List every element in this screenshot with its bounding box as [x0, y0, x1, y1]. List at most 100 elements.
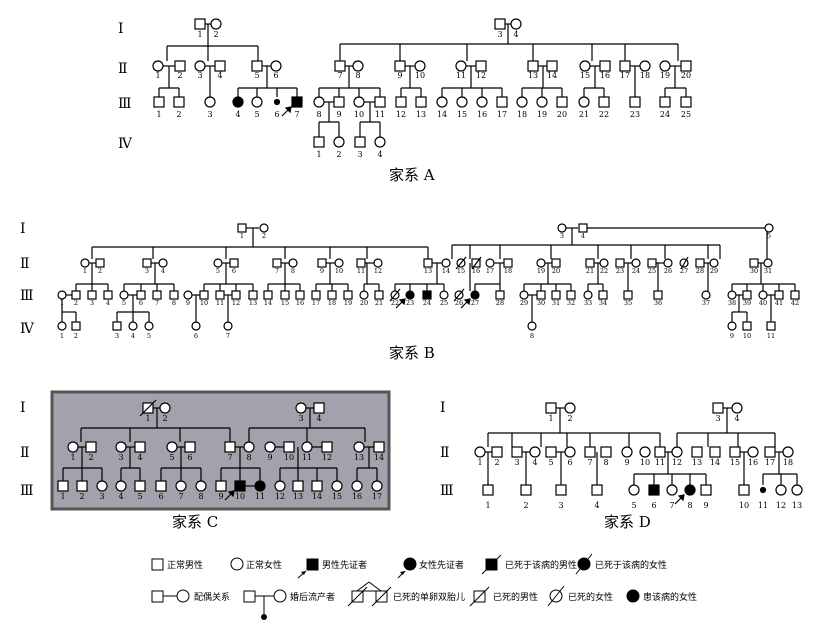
- legend-male-proband: 男性先证者: [297, 558, 367, 579]
- individual-number: 5: [767, 232, 771, 240]
- male-symbol: [729, 446, 741, 458]
- female-symbol: [119, 290, 129, 300]
- female-symbol: [516, 96, 528, 108]
- female-symbol: [353, 96, 365, 108]
- female-symbol: [288, 258, 298, 268]
- female-symbol: [510, 18, 522, 30]
- individual-number: 13: [692, 458, 702, 467]
- individual-number: 19: [660, 71, 670, 80]
- individual-number: 17: [497, 110, 507, 119]
- individual-number: 8: [316, 110, 321, 119]
- individual-number: 12: [776, 501, 786, 510]
- individual-number: 7: [155, 299, 159, 307]
- female-symbol: [270, 60, 282, 72]
- individual-number: 24: [423, 299, 431, 307]
- male-symbol: [356, 258, 366, 268]
- male-symbol: [71, 290, 81, 300]
- individual-number: 25: [648, 267, 656, 275]
- male-symbol: [654, 446, 666, 458]
- female-proband-symbol: [403, 557, 417, 571]
- legend-normal-male: 正常男性: [151, 558, 203, 571]
- individual-number: 5: [548, 458, 553, 467]
- individual-number: 13: [792, 501, 802, 510]
- female-symbol: [67, 441, 79, 453]
- male-symbol: [311, 480, 323, 492]
- individual-number: 2: [176, 110, 181, 119]
- male-symbol: [155, 480, 167, 492]
- male-symbol: [556, 96, 568, 108]
- individual-number: 10: [743, 332, 751, 340]
- individual-number: 22: [599, 110, 609, 119]
- pedigree-lines: [61, 23, 798, 487]
- male-symbol: [87, 290, 97, 300]
- female-symbol: [295, 402, 307, 414]
- female-symbol: [628, 484, 640, 496]
- individual-number: 15: [332, 492, 342, 501]
- deceased-slash: [139, 399, 157, 417]
- male-symbol: [283, 441, 295, 453]
- individual-number: 37: [702, 299, 710, 307]
- individual-number: 10: [739, 501, 749, 510]
- deceased-slash: [471, 256, 482, 270]
- individual-number: 5: [216, 267, 220, 275]
- female-symbol: [351, 480, 363, 492]
- individual-number: 3: [497, 30, 502, 39]
- individual-number: 10: [200, 299, 208, 307]
- male-symbol: [491, 446, 503, 458]
- individual-number: 6: [567, 458, 572, 467]
- gen-label-d-1: Ⅰ: [440, 400, 446, 416]
- female-symbol: [333, 136, 345, 148]
- female-symbol: [353, 441, 365, 453]
- affected-female-symbol: [405, 290, 415, 300]
- female-symbol: [663, 258, 673, 268]
- proband-arrowhead: [677, 494, 685, 502]
- individual-number: 3: [558, 501, 563, 510]
- individual-number: 15: [281, 299, 289, 307]
- male-symbol: [173, 96, 185, 108]
- female-symbol: [194, 60, 206, 72]
- female-symbol: [96, 480, 108, 492]
- individual-number: 15: [580, 71, 590, 80]
- family-d-caption: 家系 D: [604, 513, 651, 531]
- individual-number: 22: [391, 299, 399, 307]
- individual-number: 5: [254, 110, 259, 119]
- individual-number: 38: [728, 299, 736, 307]
- individual-number: 23: [630, 110, 640, 119]
- individual-number: 10: [335, 267, 343, 275]
- individual-number: 4: [137, 453, 142, 462]
- female-symbol: [763, 258, 773, 268]
- individual-number: 17: [372, 492, 382, 501]
- male-symbol: [619, 60, 631, 72]
- individual-number: 2: [88, 453, 93, 462]
- legend-marriage-label: 配偶关系: [194, 591, 230, 603]
- female-symbol: [251, 96, 263, 108]
- male-symbol: [263, 290, 273, 300]
- individual-number: 9: [624, 458, 629, 467]
- male-symbol: [653, 290, 663, 300]
- female-symbol: [441, 258, 451, 268]
- individual-number: 1: [316, 150, 321, 159]
- affected-female-symbol: [254, 480, 266, 492]
- individual-number: 28: [496, 299, 504, 307]
- individual-number: 11: [302, 453, 312, 462]
- female-symbol: [639, 446, 651, 458]
- individual-number: 16: [472, 267, 480, 275]
- deceased-slash: [469, 586, 490, 607]
- individual-number: 9: [703, 501, 708, 510]
- individual-number: 1: [485, 501, 490, 510]
- female-symbol: [456, 96, 468, 108]
- individual-number: 35: [624, 299, 632, 307]
- female-symbol: [213, 258, 223, 268]
- female-symbol: [313, 96, 325, 108]
- deceased-slash: [389, 288, 401, 302]
- individual-number: 7: [227, 453, 232, 462]
- male-symbol: [598, 290, 608, 300]
- male-symbol: [134, 480, 146, 492]
- female-symbol: [579, 60, 591, 72]
- female-symbol: [476, 96, 488, 108]
- female-symbol: [775, 484, 787, 496]
- individual-number: 4: [316, 414, 321, 423]
- male-symbol: [215, 480, 227, 492]
- legend-deceased-twins: 已死的单卵双胎儿: [347, 581, 465, 607]
- male-symbol: [354, 136, 366, 148]
